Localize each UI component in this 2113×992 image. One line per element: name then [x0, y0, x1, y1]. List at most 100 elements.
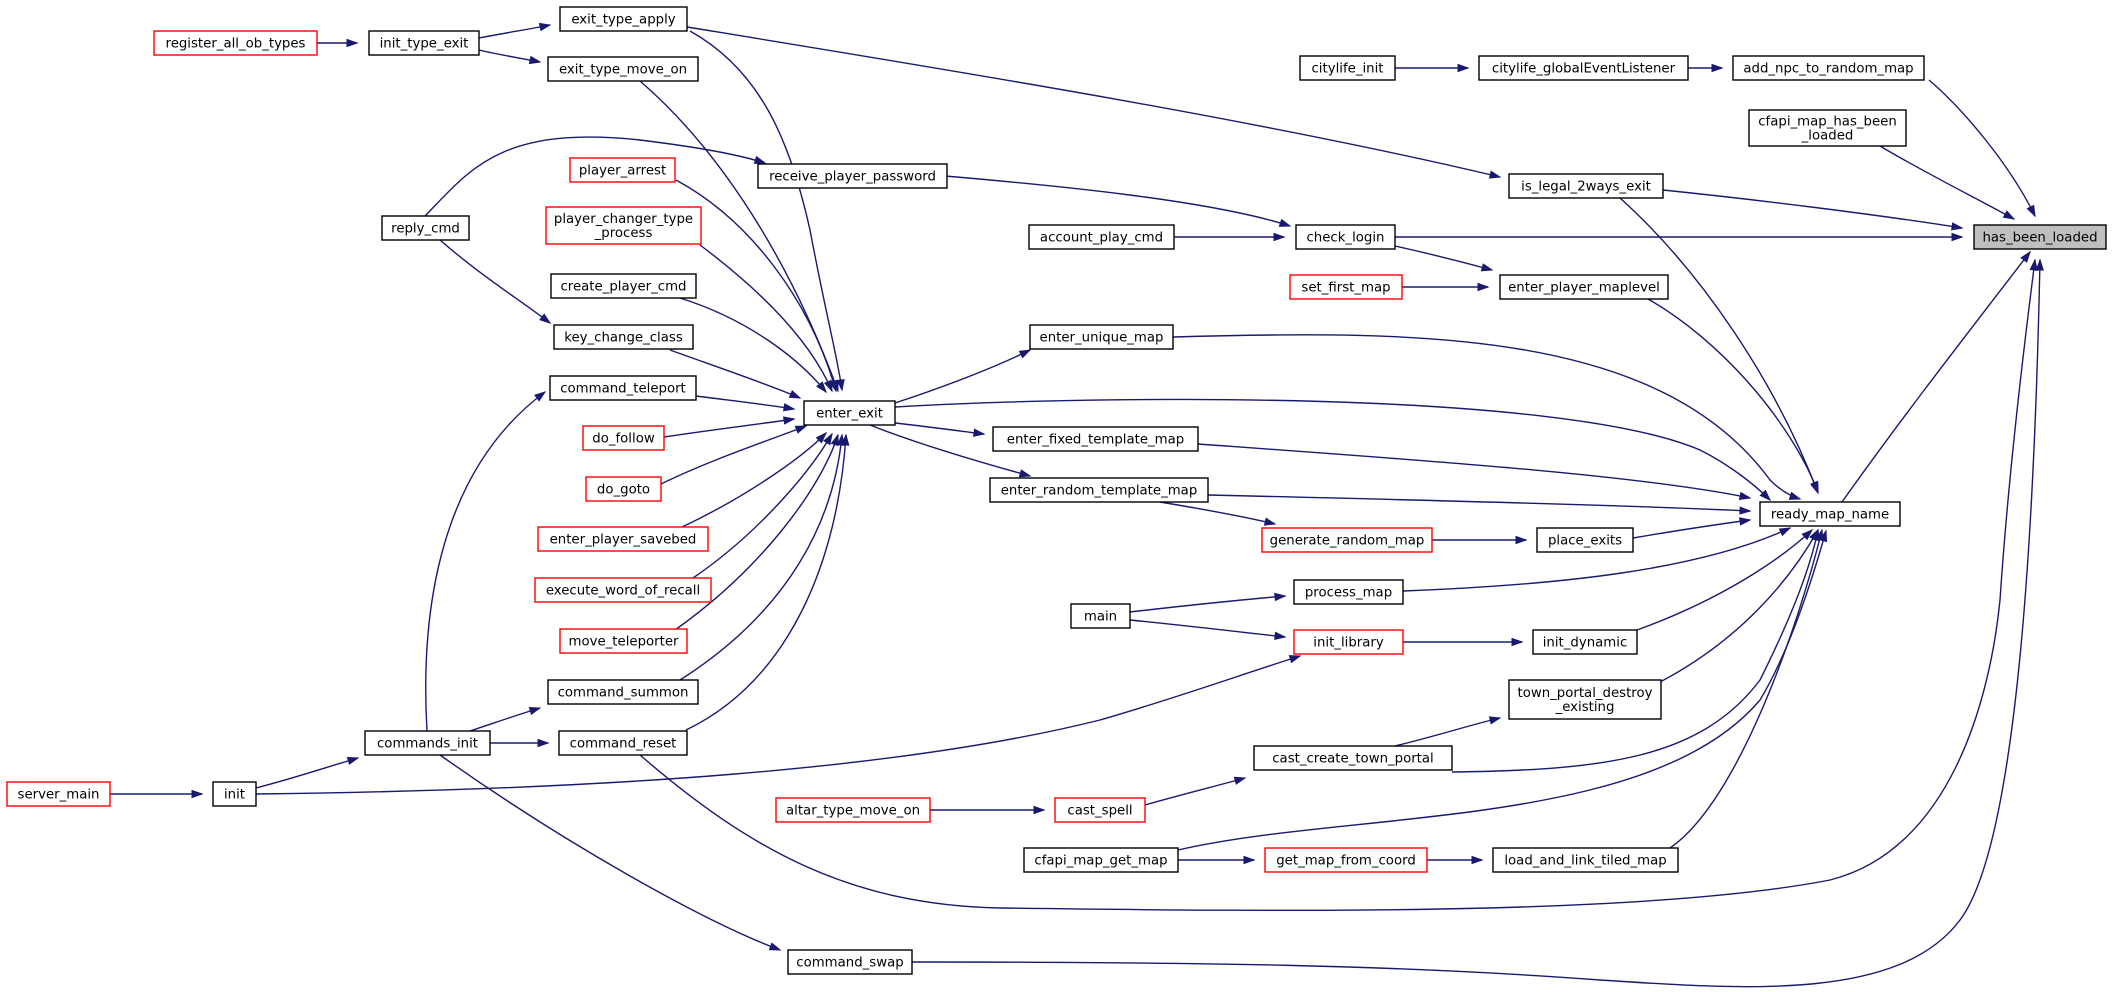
node-generate_random_map[interactable]: generate_random_map: [1261, 527, 1433, 553]
edge-arrowhead: [1263, 517, 1277, 526]
node-move_teleporter[interactable]: move_teleporter: [559, 628, 688, 654]
node-ready_map_name[interactable]: ready_map_name: [1759, 501, 1901, 527]
node-enter_fixed_template_map[interactable]: enter_fixed_template_map: [992, 426, 1199, 452]
edge-line: [695, 395, 795, 410]
node-reply_cmd[interactable]: reply_cmd: [381, 215, 470, 241]
node-load_and_link_tiled_map[interactable]: load_and_link_tiled_map: [1492, 847, 1679, 873]
node-command_reset[interactable]: command_reset: [558, 730, 688, 756]
node-get_map_from_coord[interactable]: get_map_from_coord: [1264, 847, 1428, 873]
node-place_exits[interactable]: place_exits: [1536, 527, 1634, 553]
node-init[interactable]: init: [212, 781, 257, 807]
node-do_goto[interactable]: do_goto: [585, 476, 662, 502]
node-altar_type_move_on[interactable]: altar_type_move_on: [775, 797, 931, 823]
edge-line: [869, 424, 1031, 477]
node-label: process_map: [1305, 586, 1392, 601]
node-create_player_cmd[interactable]: create_player_cmd: [550, 273, 697, 299]
node-has_been_loaded[interactable]: has_been_loaded: [1973, 224, 2107, 250]
edge-arrowhead: [528, 55, 542, 65]
node-enter_exit[interactable]: enter_exit: [803, 400, 896, 426]
edge-receive_player_password-to-check_login: [944, 175, 1292, 227]
node-init_library[interactable]: init_library: [1293, 629, 1404, 655]
node-command_summon[interactable]: command_summon: [547, 679, 699, 705]
node-enter_player_savebed[interactable]: enter_player_savebed: [537, 526, 709, 552]
edge-line: [894, 398, 1771, 501]
node-account_play_cmd[interactable]: account_play_cmd: [1028, 224, 1175, 250]
node-box: [534, 577, 712, 603]
node-box: [1508, 679, 1662, 720]
edge-execute_word_of_recall-to-enter_exit: [689, 432, 833, 581]
node-cfapi_map_has_been_loaded[interactable]: cfapi_map_has_been_loaded: [1748, 109, 1907, 147]
node-exit_type_move_on[interactable]: exit_type_move_on: [547, 56, 699, 82]
node-do_follow[interactable]: do_follow: [582, 425, 665, 451]
node-add_npc_to_random_map[interactable]: add_npc_to_random_map: [1732, 55, 1925, 81]
node-label: command_summon: [558, 686, 689, 701]
node-box: [1070, 603, 1131, 629]
node-label: citylife_globalEventListener: [1492, 62, 1676, 77]
edge-line: [439, 239, 551, 324]
edge-arrowhead: [1738, 491, 1752, 500]
node-player_arrest[interactable]: player_arrest: [569, 157, 676, 183]
node-enter_random_template_map[interactable]: enter_random_template_map: [989, 477, 1209, 503]
edge-arrowhead: [1488, 716, 1502, 725]
edge-line: [1662, 189, 1963, 229]
node-label: cfapi_map_has_been: [1758, 115, 1897, 130]
edge-enter_exit-to-enter_fixed_template_map: [894, 422, 986, 437]
node-key_change_class[interactable]: key_change_class: [553, 324, 694, 350]
edge-ready_map_name-to-has_been_loaded: [1841, 250, 2031, 503]
edge-arrowhead: [534, 391, 547, 402]
edge-create_player_cmd-to-enter_exit: [679, 297, 827, 394]
node-enter_player_maplevel[interactable]: enter_player_maplevel: [1499, 274, 1669, 300]
edge-arrowhead: [346, 756, 360, 765]
node-label: exit_type_apply: [571, 13, 675, 28]
node-cfapi_map_get_map[interactable]: cfapi_map_get_map: [1023, 847, 1179, 873]
node-init_type_exit[interactable]: init_type_exit: [368, 30, 480, 56]
node-is_legal_2ways_exit[interactable]: is_legal_2ways_exit: [1508, 173, 1664, 199]
node-enter_unique_map[interactable]: enter_unique_map: [1029, 324, 1174, 350]
edge-arrowhead: [823, 379, 833, 393]
edge-line: [894, 349, 1031, 404]
node-citylife_init[interactable]: citylife_init: [1299, 55, 1396, 81]
edge-enter_unique_map-to-ready_map_name: [1172, 334, 1802, 500]
edge-command_reset-to-has_been_loaded: [639, 258, 2038, 912]
edge-line: [1451, 529, 1819, 773]
node-exit_type_apply[interactable]: exit_type_apply: [559, 6, 688, 32]
node-command_teleport[interactable]: command_teleport: [549, 375, 697, 401]
node-server_main[interactable]: server_main: [6, 781, 111, 807]
edge-cfapi_map_get_map-to-ready_map_name: [1177, 529, 1828, 851]
node-cast_create_town_portal[interactable]: cast_create_town_portal: [1253, 745, 1453, 771]
node-register_all_ob_types[interactable]: register_all_ob_types: [153, 30, 318, 56]
edge-arrowhead: [753, 155, 767, 164]
edge-line: [679, 434, 843, 681]
edge-arrowhead: [1018, 469, 1032, 478]
edge-init-to-commands_init: [255, 756, 360, 789]
edge-line: [699, 244, 833, 392]
node-receive_player_password[interactable]: receive_player_password: [757, 163, 948, 189]
node-box: [1299, 55, 1396, 81]
edge-enter_exit-to-enter_unique_map: [894, 349, 1032, 404]
edge-command_summon-to-enter_exit: [679, 433, 846, 681]
edge-line: [1632, 519, 1751, 539]
edge-line: [639, 259, 2036, 912]
node-label: exit_type_move_on: [559, 63, 687, 78]
node-box: [559, 6, 688, 32]
node-commands_init[interactable]: commands_init: [364, 730, 491, 756]
node-main[interactable]: main: [1070, 603, 1131, 629]
node-box: [1054, 797, 1146, 823]
node-citylife_globalEventListener[interactable]: citylife_globalEventListener: [1478, 55, 1689, 81]
node-player_changer_type_process[interactable]: player_changer_type_process: [545, 206, 702, 245]
edge-line: [1144, 777, 1246, 806]
node-command_swap[interactable]: command_swap: [787, 949, 913, 975]
node-label: enter_random_template_map: [1001, 484, 1198, 499]
node-label: execute_word_of_recall: [546, 584, 700, 599]
node-process_map[interactable]: process_map: [1293, 579, 1404, 605]
edge-arrowhead: [816, 381, 827, 394]
node-cast_spell[interactable]: cast_spell: [1054, 797, 1146, 823]
node-check_login[interactable]: check_login: [1295, 224, 1396, 250]
node-town_portal_destroy_existing[interactable]: town_portal_destroy_existing: [1508, 679, 1662, 720]
node-init_dynamic[interactable]: init_dynamic: [1532, 629, 1638, 655]
node-set_first_map[interactable]: set_first_map: [1289, 274, 1403, 300]
edge-arrowhead: [1488, 170, 1502, 179]
edge-line: [1636, 529, 1813, 631]
node-execute_word_of_recall[interactable]: execute_word_of_recall: [534, 577, 712, 603]
node-box: [153, 30, 318, 56]
